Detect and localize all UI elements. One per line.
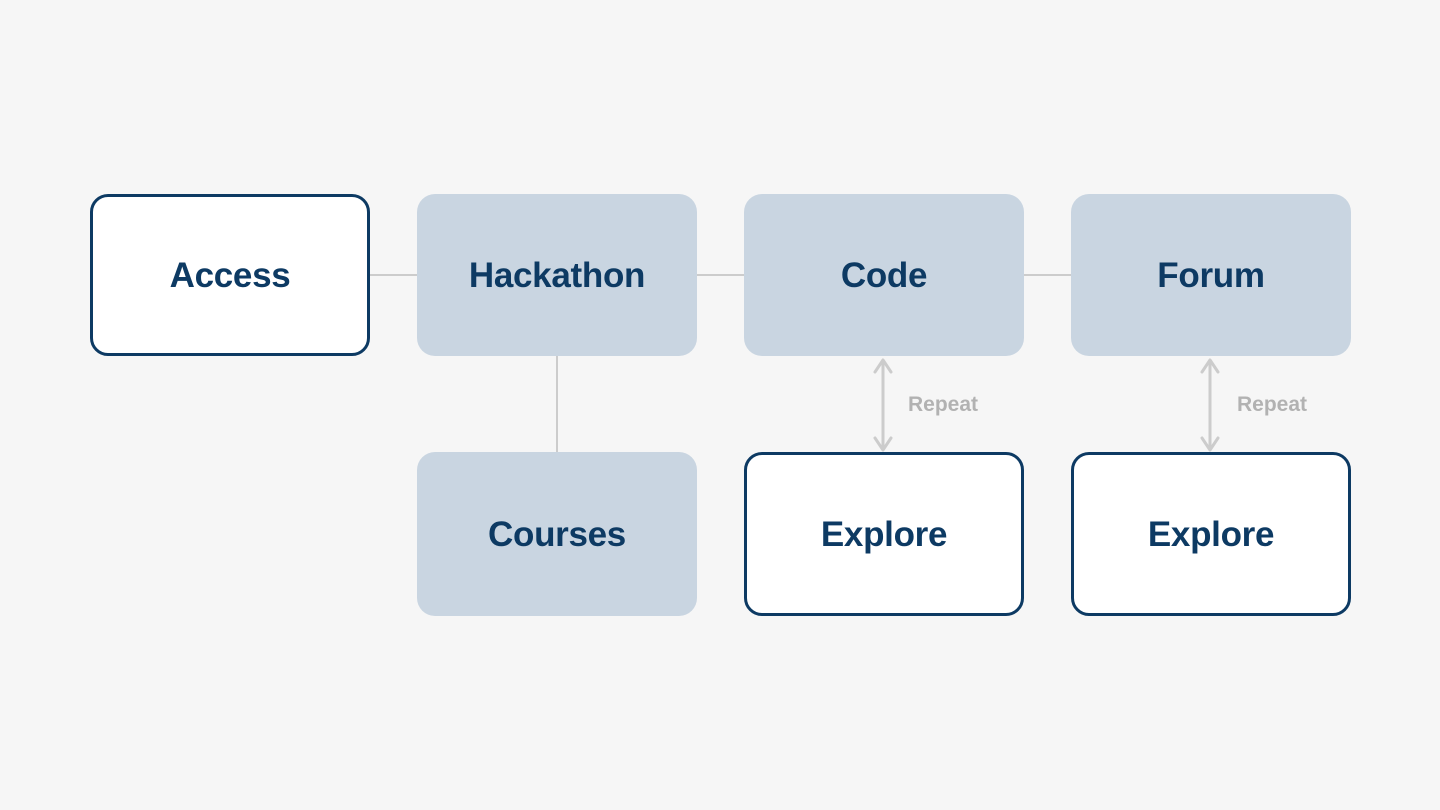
node-code-label: Code — [840, 255, 928, 295]
node-hackathon-label: Hackathon — [468, 255, 646, 295]
connector-access-hackathon — [370, 274, 417, 276]
node-access[interactable]: Access — [90, 194, 370, 356]
node-explore-forum[interactable]: Explore — [1071, 452, 1351, 616]
connector-code-forum — [1024, 274, 1071, 276]
repeat-label-forum-explore: Repeat — [1237, 393, 1308, 416]
node-courses[interactable]: Courses — [417, 452, 697, 616]
node-code[interactable]: Code — [744, 194, 1024, 356]
connector-hackathon-code — [697, 274, 744, 276]
node-explore-code-label: Explore — [820, 514, 948, 554]
repeat-arrow-forum-explore — [1200, 358, 1220, 452]
node-explore-forum-label: Explore — [1147, 514, 1275, 554]
connector-hackathon-courses — [556, 356, 558, 452]
node-access-label: Access — [169, 255, 291, 295]
node-hackathon[interactable]: Hackathon — [417, 194, 697, 356]
node-courses-label: Courses — [488, 514, 626, 554]
node-forum[interactable]: Forum — [1071, 194, 1351, 356]
node-forum-label: Forum — [1157, 255, 1265, 295]
repeat-label-code-explore: Repeat — [908, 393, 979, 416]
node-explore-code[interactable]: Explore — [744, 452, 1024, 616]
repeat-arrow-code-explore — [873, 358, 893, 452]
